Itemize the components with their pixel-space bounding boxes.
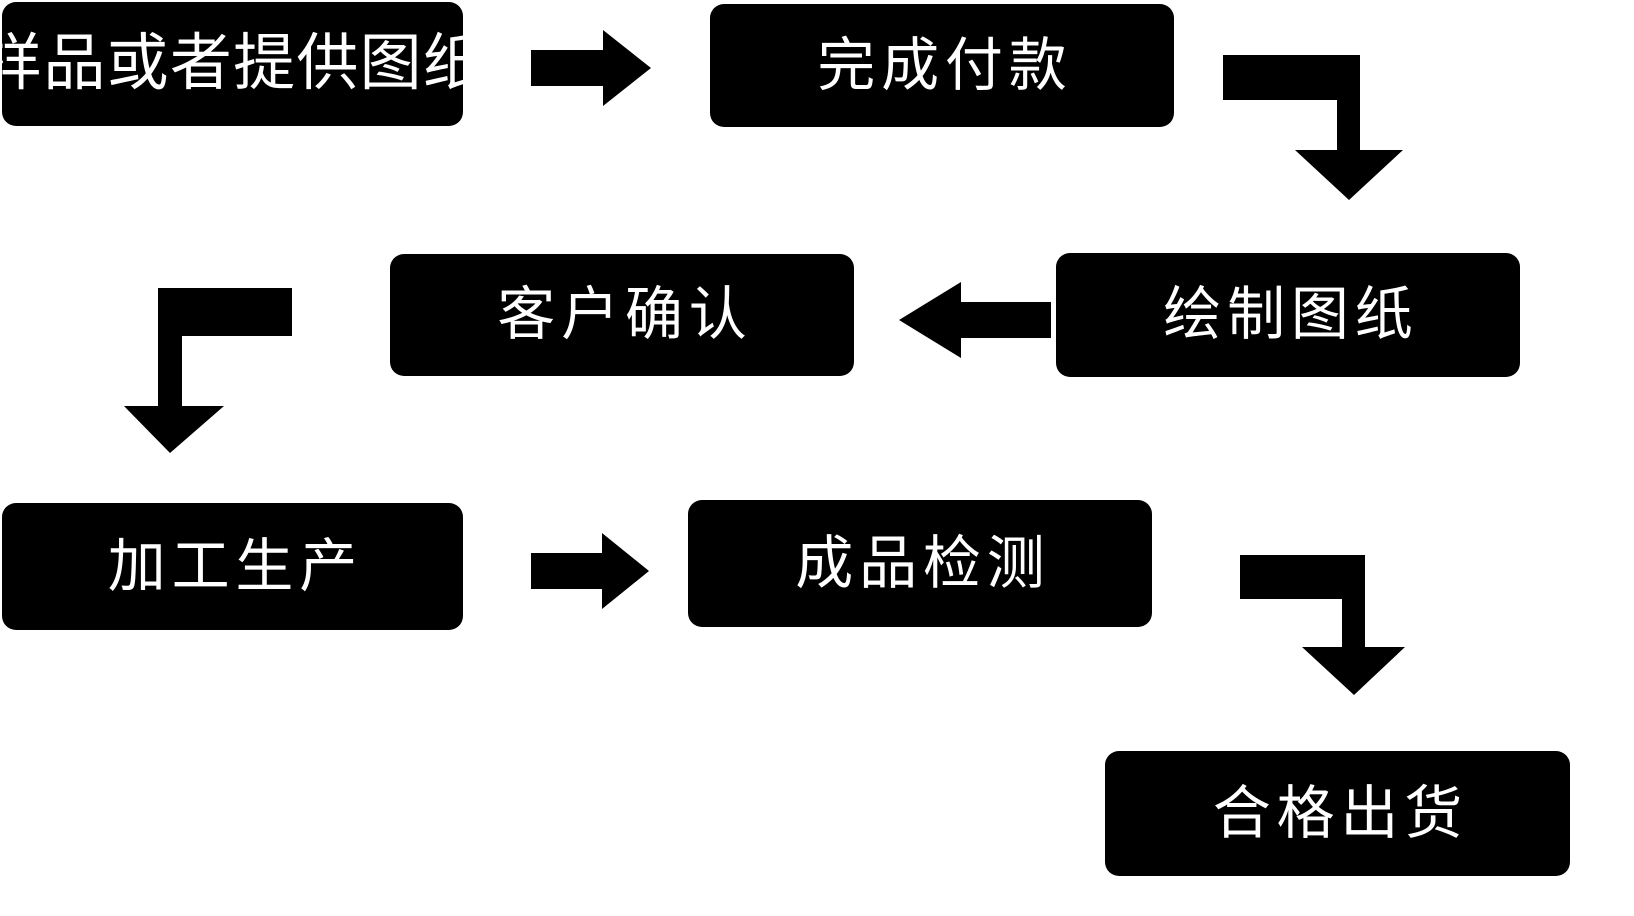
flow-node-shipping[interactable]: 合格出货 [1105,751,1570,876]
flow-node-label: 成品检测 [795,530,1051,596]
flow-node-inspection[interactable]: 成品检测 [688,500,1152,627]
arrow-right-icon [531,533,649,609]
flow-node-label: 客户确认 [497,282,753,347]
flow-node-sample[interactable]: 样品或者提供图纸 [0,2,485,126]
flow-node-label: 合格出货 [1212,780,1468,846]
arrow-right-icon [531,30,651,106]
elbow-right-down-icon [1240,535,1405,695]
flow-node-label: 绘制图纸 [1163,282,1419,347]
flow-node-label: 完成付款 [817,32,1073,98]
flow-node-label: 加工生产 [107,533,363,599]
elbow-right-down-icon [1223,30,1403,200]
flow-node-drawing[interactable]: 绘制图纸 [1056,253,1520,377]
flow-node-label: 样品或者提供图纸 [0,29,487,98]
flow-node-confirm[interactable]: 客户确认 [390,254,854,376]
flow-node-payment[interactable]: 完成付款 [710,4,1174,127]
arrow-left-icon [899,282,1051,358]
flow-node-production[interactable]: 加工生产 [2,503,463,630]
elbow-left-down-icon [124,288,292,453]
